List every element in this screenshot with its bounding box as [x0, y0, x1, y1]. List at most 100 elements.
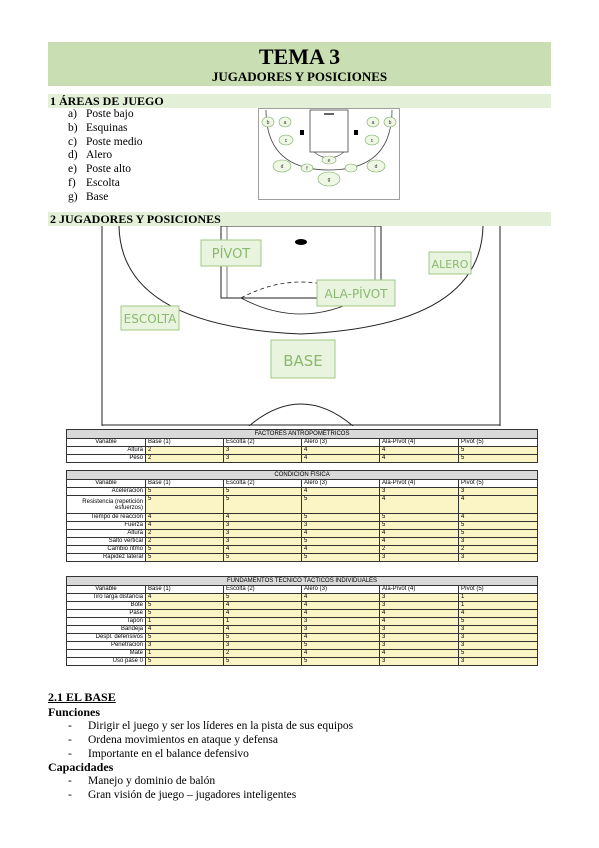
table-cell: 4 — [223, 545, 302, 554]
table-cell: 4 — [457, 495, 539, 514]
table-cell: 5 — [145, 545, 224, 554]
page-title: TEMA 3 — [258, 44, 341, 69]
list-item: e)Poste alto — [68, 163, 143, 177]
table-cell: 5 — [457, 521, 539, 530]
table-cell: 4 — [301, 593, 380, 602]
funciones-heading: Funciones — [48, 705, 101, 719]
column-header: Base (1) — [145, 438, 224, 447]
list-item-text: Gran visión de juego – jugadores intelig… — [88, 789, 297, 801]
list-item-text: Escolta — [86, 176, 120, 189]
section-heading-areas: 1 ÁREAS DE JUEGO — [48, 94, 551, 108]
base-label: BASE — [283, 352, 323, 370]
table-cell: 3 — [379, 657, 459, 666]
table-cell: Tiro larga distancia — [66, 593, 146, 602]
table-cell: Peso — [66, 454, 146, 463]
list-item-text: Manejo y dominio de balón — [88, 775, 216, 787]
table-cell: 2 — [145, 446, 224, 455]
table-cell: 3 — [145, 641, 224, 650]
column-header: Pívot (5) — [457, 585, 539, 594]
list-item-text: Poste medio — [86, 135, 143, 148]
table-cell: 3 — [457, 633, 539, 642]
alero-label: ALERO — [432, 258, 469, 271]
table-cell: 4 — [301, 601, 380, 610]
table-cell: 2 — [145, 454, 224, 463]
table-cell: 3 — [457, 625, 539, 634]
table-cell: 5 — [145, 487, 224, 496]
list-item: -Dirigir el juego y ser los líderes en l… — [68, 719, 353, 733]
list-item-text: - — [68, 775, 72, 787]
diagram-label: e — [328, 158, 331, 164]
table-cell: 5 — [457, 529, 539, 538]
table-cell: Mate — [66, 649, 146, 658]
column-header: Pívot (5) — [457, 438, 539, 447]
table-cell: 3 — [223, 446, 302, 455]
table-cell: Uso pase 0 — [66, 657, 146, 666]
list-item-text: f) — [68, 176, 76, 189]
list-item: d)Alero — [68, 149, 143, 163]
table-caption: FUNDAMENTOS TÉCNICO TÁCTICOS INDIVIDUALE… — [65, 576, 539, 586]
table-cell: 4 — [301, 609, 380, 618]
list-item-text: - — [68, 734, 72, 746]
table-cell: 4 — [379, 617, 459, 626]
table-cell: 1 — [145, 649, 224, 658]
table-cell: 5 — [457, 454, 539, 463]
diagram-label: c — [371, 138, 374, 144]
table-cell: 5 — [145, 609, 224, 618]
section-heading-positions: 2 JUGADORES Y POSICIONES — [48, 212, 551, 226]
table-cell: 5 — [223, 633, 302, 642]
table-cell: 3 — [457, 553, 539, 562]
table-cell: 5 — [145, 601, 224, 610]
table-cell: 4 — [145, 513, 224, 522]
table-cell: 4 — [223, 609, 302, 618]
table-cell: 4 — [301, 529, 380, 538]
table-cell: Fuerza — [66, 521, 146, 530]
diagram-label: c — [285, 138, 288, 144]
list-item-text: d) — [68, 149, 78, 162]
table-cell: 4 — [301, 454, 380, 463]
escolta-label: ESCOLTA — [124, 312, 177, 326]
table-cell: 4 — [145, 593, 224, 602]
table-cell: 3 — [301, 625, 380, 634]
table-cell: 5 — [379, 521, 459, 530]
ala-pivot-label: ALA-PÍVOT — [325, 286, 389, 301]
table-cell: 3 — [457, 487, 539, 496]
column-header: Variable — [66, 438, 146, 447]
list-item-text: e) — [68, 163, 77, 176]
table-cell: 2 — [457, 545, 539, 554]
table-cell: Tiempo de reacción — [66, 513, 146, 522]
column-header: Variable — [66, 479, 146, 488]
table-cell: 4 — [301, 545, 380, 554]
column-header: Escolta (2) — [223, 438, 302, 447]
column-header: Ala-Pívot (4) — [379, 438, 459, 447]
table-caption: FACTORES ANTROPOMÉTRICOS — [65, 429, 539, 439]
table-cell: Bote — [66, 601, 146, 610]
table-cell: 4 — [379, 649, 459, 658]
table-cell: 4 — [223, 513, 302, 522]
table-cell: 2 — [145, 529, 224, 538]
technical-tactical-table: FUNDAMENTOS TÉCNICO TÁCTICOS INDIVIDUALE… — [65, 576, 539, 666]
list-item-text: Base — [86, 190, 109, 203]
pivot-label: PÍVOT — [212, 246, 251, 262]
table-cell: Penetración — [66, 641, 146, 650]
diagram-label: a — [284, 120, 287, 126]
table-cell: Pase — [66, 609, 146, 618]
table-cell: 5 — [301, 495, 380, 514]
areas-list: a)Poste bajo b)Esquinas c)Poste medio d)… — [68, 108, 143, 205]
table-cell: Bandeja — [66, 625, 146, 634]
column-header: Ala-Pívot (4) — [379, 585, 459, 594]
list-item: - Manejo y dominio de balón — [68, 774, 296, 788]
list-item: f) Escolta — [68, 177, 143, 191]
funciones-list: -Dirigir el juego y ser los líderes en l… — [68, 719, 353, 761]
list-item: c)Poste medio — [68, 136, 143, 150]
table-cell: 5 — [457, 649, 539, 658]
